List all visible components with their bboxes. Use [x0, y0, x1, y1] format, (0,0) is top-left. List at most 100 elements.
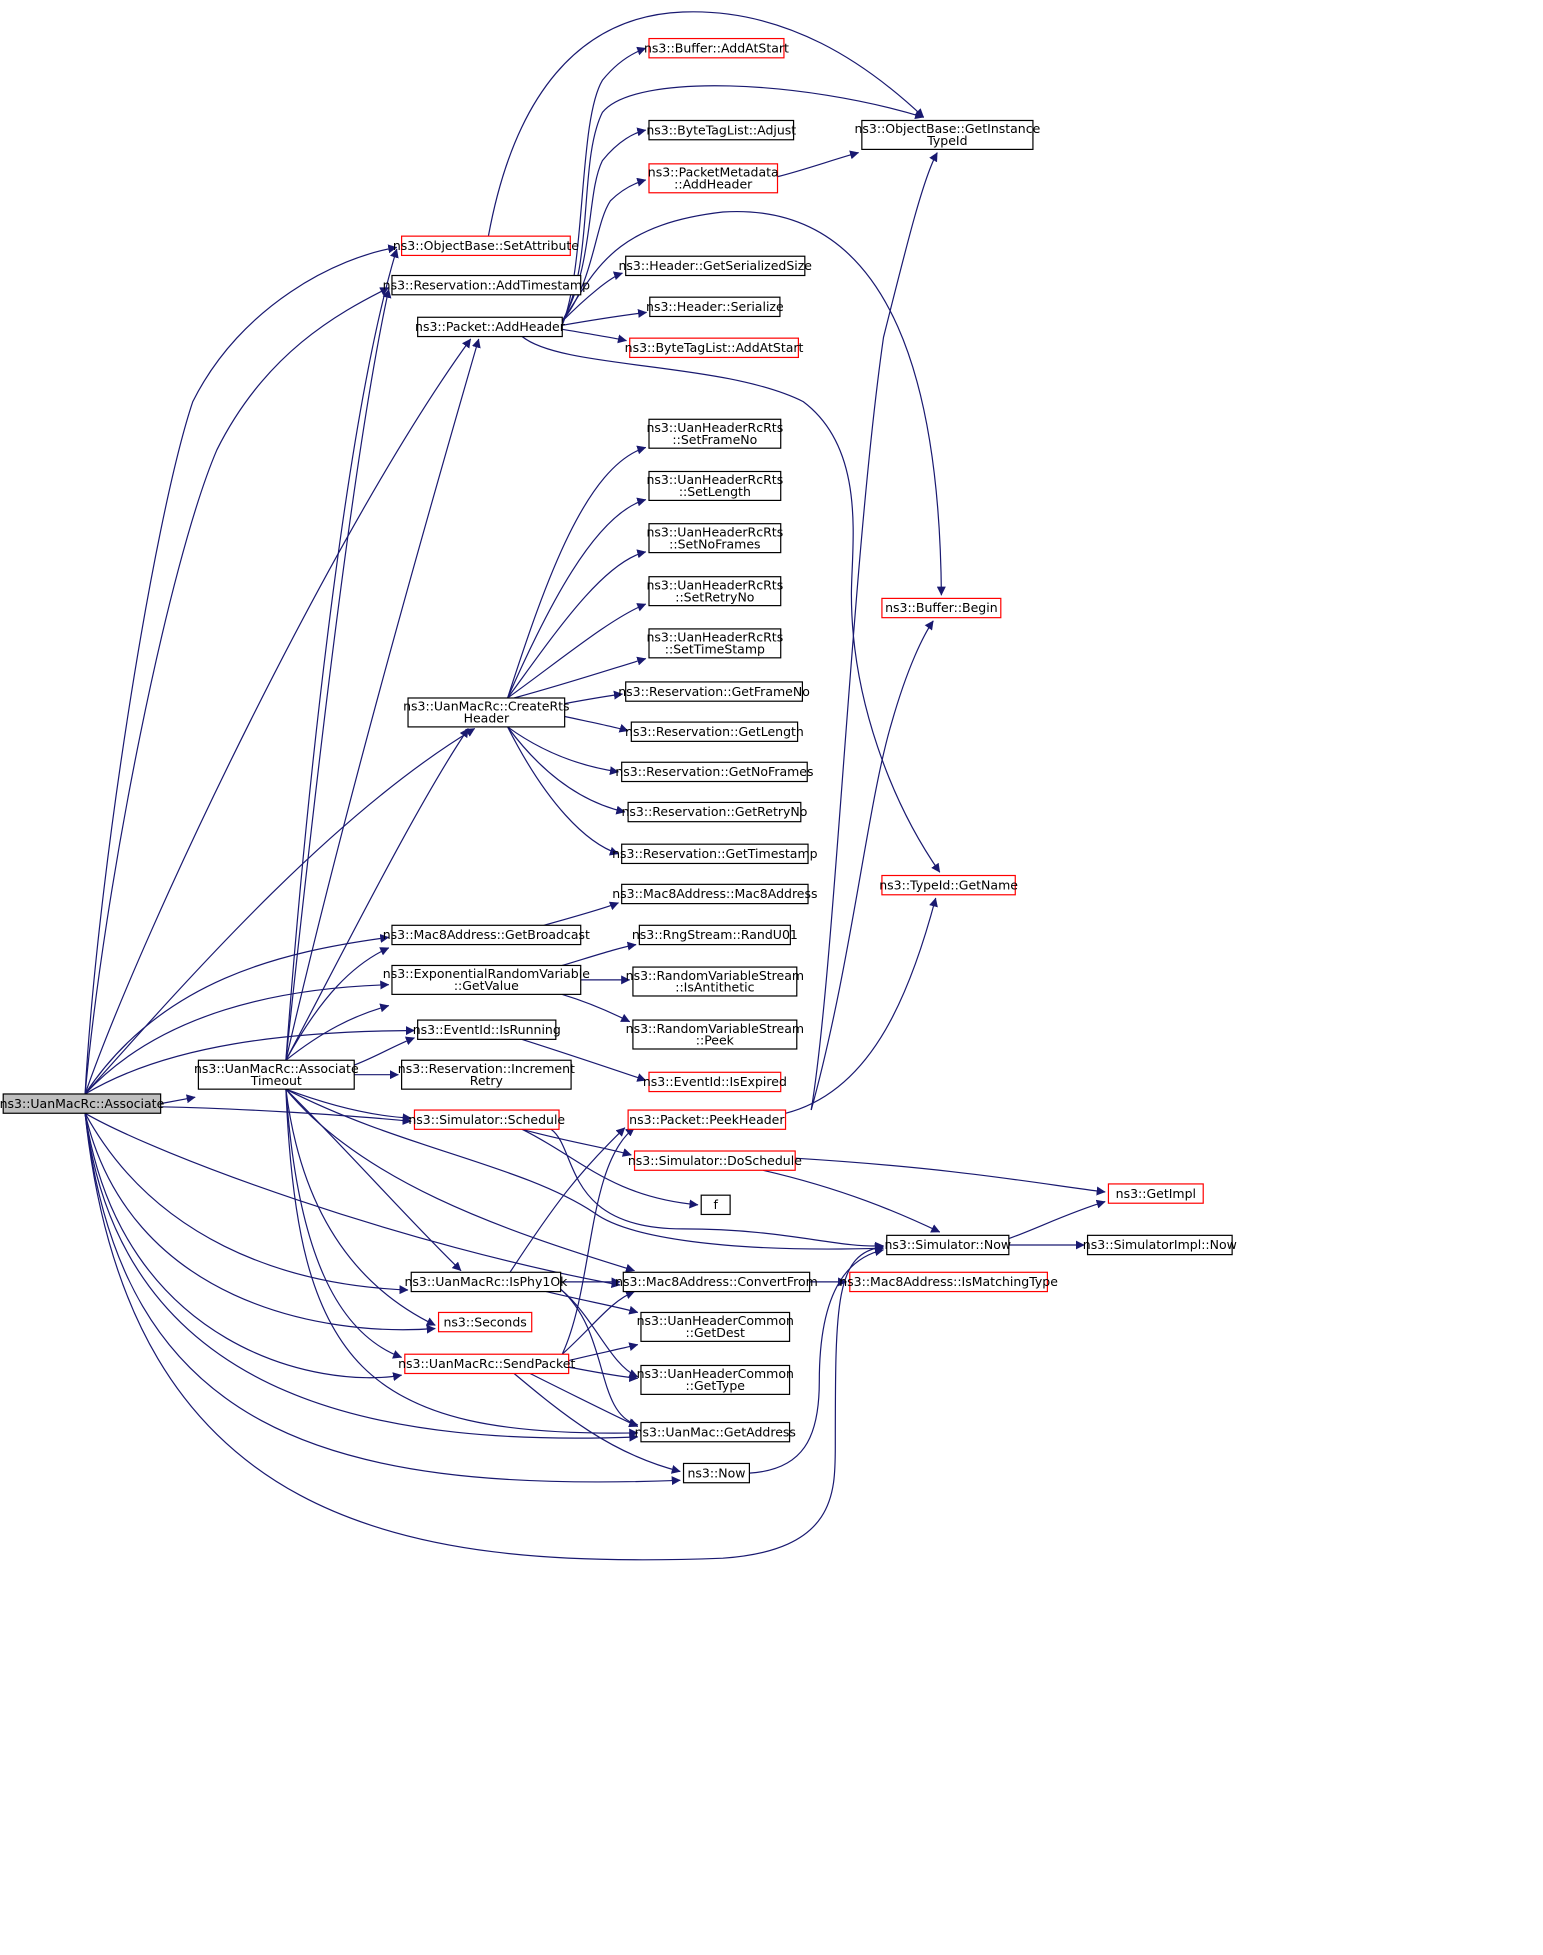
- node-box[interactable]: [640, 1311, 791, 1342]
- node-setnoframes[interactable]: ns3::UanHeaderRcRts::SetNoFrames: [647, 523, 784, 554]
- node-box[interactable]: [413, 1109, 560, 1130]
- node-ismatchingtype[interactable]: ns3::Mac8Address::IsMatchingType: [839, 1271, 1058, 1293]
- node-box[interactable]: [197, 1059, 355, 1090]
- node-getbroadcast[interactable]: ns3::Mac8Address::GetBroadcast: [383, 924, 590, 946]
- node-gettimestamp[interactable]: ns3::Reservation::GetTimestamp: [612, 843, 818, 865]
- node-addheader[interactable]: ns3::Packet::AddHeader: [415, 316, 566, 338]
- node-getframeno[interactable]: ns3::Reservation::GetFrameNo: [618, 681, 810, 702]
- node-box[interactable]: [621, 843, 809, 865]
- node-box[interactable]: [849, 1271, 1048, 1293]
- node-box[interactable]: [682, 1462, 750, 1484]
- node-box[interactable]: [404, 1353, 570, 1375]
- node-box[interactable]: [391, 924, 582, 946]
- node-getaddress[interactable]: ns3::UanMac::GetAddress: [635, 1421, 796, 1443]
- node-box[interactable]: [861, 119, 1034, 150]
- node-getimpl[interactable]: ns3::GetImpl: [1107, 1183, 1204, 1204]
- node-box[interactable]: [633, 1150, 796, 1171]
- node-box[interactable]: [621, 761, 808, 783]
- node-box[interactable]: [648, 37, 785, 59]
- node-box[interactable]: [640, 1421, 791, 1443]
- node-simnow[interactable]: ns3::Simulator::Now: [885, 1234, 1012, 1256]
- node-isantithetic[interactable]: ns3::RandomVariableStream::IsAntithetic: [626, 966, 804, 997]
- node-doschedule[interactable]: ns3::Simulator::DoSchedule: [628, 1150, 802, 1171]
- node-box[interactable]: [621, 883, 809, 905]
- node-btl_addatstart[interactable]: ns3::ByteTagList::AddAtStart: [625, 337, 804, 359]
- node-box[interactable]: [648, 119, 795, 141]
- node-convertfrom[interactable]: ns3::Mac8Address::ConvertFrom: [615, 1271, 818, 1293]
- node-settimestamp[interactable]: ns3::UanHeaderRcRts::SetTimeStamp: [647, 628, 784, 659]
- node-getlength[interactable]: ns3::Reservation::GetLength: [625, 721, 804, 742]
- node-peekheader[interactable]: ns3::Packet::PeekHeader: [627, 1109, 787, 1130]
- node-btl_adjust[interactable]: ns3::ByteTagList::Adjust: [646, 119, 796, 141]
- node-box[interactable]: [700, 1194, 731, 1216]
- node-box[interactable]: [627, 1109, 787, 1130]
- node-box[interactable]: [648, 628, 782, 659]
- node-now[interactable]: ns3::Now: [682, 1462, 750, 1484]
- node-mac8ctor[interactable]: ns3::Mac8Address::Mac8Address: [612, 883, 818, 905]
- node-setretryno[interactable]: ns3::UanHeaderRcRts::SetRetryNo: [647, 576, 784, 607]
- node-box[interactable]: [881, 874, 1016, 896]
- node-box[interactable]: [640, 1364, 791, 1395]
- node-box[interactable]: [391, 274, 582, 296]
- node-exp_getvalue[interactable]: ns3::ExponentialRandomVariable::GetValue: [383, 964, 590, 995]
- node-getserializedsize[interactable]: ns3::Header::GetSerializedSize: [619, 255, 813, 277]
- node-box[interactable]: [1086, 1234, 1233, 1256]
- node-box[interactable]: [881, 597, 1002, 619]
- node-box[interactable]: [648, 1071, 782, 1093]
- node-isexpired[interactable]: ns3::EventId::IsExpired: [643, 1071, 787, 1093]
- node-box[interactable]: [622, 1271, 811, 1293]
- node-box[interactable]: [417, 316, 563, 338]
- node-setattribute[interactable]: ns3::ObjectBase::SetAttribute: [393, 235, 579, 257]
- node-box[interactable]: [2, 1093, 162, 1114]
- node-box[interactable]: [632, 966, 798, 997]
- node-box[interactable]: [630, 721, 799, 742]
- node-box[interactable]: [410, 1271, 562, 1293]
- node-box[interactable]: [632, 1019, 798, 1050]
- node-box[interactable]: [407, 697, 566, 728]
- node-box[interactable]: [625, 681, 804, 702]
- node-f[interactable]: f: [700, 1194, 731, 1216]
- node-getdest[interactable]: ns3::UanHeaderCommon::GetDest: [637, 1311, 794, 1342]
- node-box[interactable]: [629, 337, 799, 359]
- node-gettype[interactable]: ns3::UanHeaderCommon::GetType: [637, 1364, 794, 1395]
- node-buf_addatstart[interactable]: ns3::Buffer::AddAtStart: [644, 37, 789, 59]
- node-box[interactable]: [627, 801, 802, 823]
- node-box[interactable]: [648, 523, 782, 554]
- node-associate[interactable]: ns3::UanMacRc::Associate: [0, 1093, 165, 1114]
- node-peek[interactable]: ns3::RandomVariableStream::Peek: [626, 1019, 804, 1050]
- node-box[interactable]: [648, 576, 782, 607]
- node-box[interactable]: [649, 296, 781, 318]
- node-box[interactable]: [648, 163, 779, 194]
- node-simimplnow[interactable]: ns3::SimulatorImpl::Now: [1083, 1234, 1237, 1256]
- node-box[interactable]: [648, 418, 782, 449]
- node-getnoframes[interactable]: ns3::Reservation::GetNoFrames: [615, 761, 814, 783]
- node-typeid_getname[interactable]: ns3::TypeId::GetName: [879, 874, 1018, 896]
- node-box[interactable]: [1107, 1183, 1204, 1204]
- node-box[interactable]: [625, 255, 806, 277]
- node-serialize[interactable]: ns3::Header::Serialize: [646, 296, 784, 318]
- node-box[interactable]: [401, 235, 571, 257]
- node-box[interactable]: [391, 964, 582, 995]
- node-setlength[interactable]: ns3::UanHeaderRcRts::SetLength: [647, 470, 784, 502]
- node-isrunning[interactable]: ns3::EventId::IsRunning: [413, 1019, 561, 1040]
- node-box[interactable]: [401, 1059, 572, 1090]
- node-box[interactable]: [638, 924, 791, 946]
- node-box[interactable]: [437, 1311, 533, 1333]
- node-box[interactable]: [417, 1019, 557, 1040]
- node-randu01[interactable]: ns3::RngStream::RandU01: [632, 924, 798, 946]
- node-isphy1ok[interactable]: ns3::UanMacRc::IsPhy1Ok: [404, 1271, 568, 1293]
- node-pm_addheader[interactable]: ns3::PacketMetadata::AddHeader: [648, 163, 779, 194]
- node-addtimestamp[interactable]: ns3::Reservation::AddTimestamp: [383, 274, 590, 296]
- node-getretryno[interactable]: ns3::Reservation::GetRetryNo: [621, 801, 807, 823]
- node-schedule[interactable]: ns3::Simulator::Schedule: [408, 1109, 565, 1130]
- node-box[interactable]: [648, 470, 782, 502]
- node-buffer_begin[interactable]: ns3::Buffer::Begin: [881, 597, 1002, 619]
- node-box[interactable]: [886, 1234, 1010, 1256]
- node-setframeno[interactable]: ns3::UanHeaderRcRts::SetFrameNo: [647, 418, 784, 449]
- node-seconds[interactable]: ns3::Seconds: [437, 1311, 533, 1333]
- node-sendpacket[interactable]: ns3::UanMacRc::SendPacket: [398, 1353, 575, 1375]
